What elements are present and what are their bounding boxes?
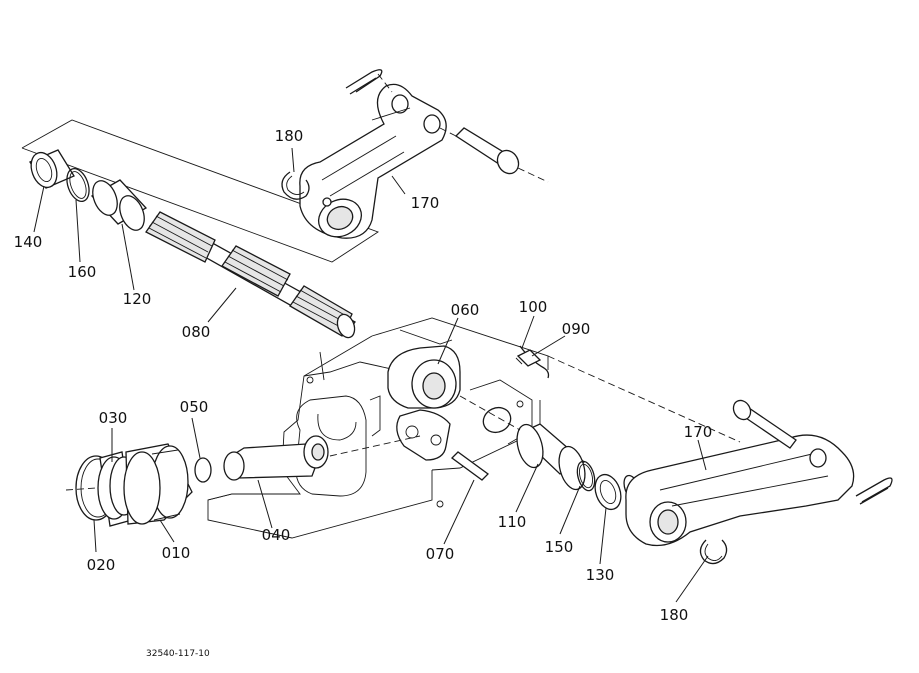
part-050-o-ring xyxy=(194,457,212,483)
lower-linch-pin xyxy=(855,477,893,505)
lower-clevis-pin xyxy=(732,399,797,449)
part-080-splined-shaft xyxy=(145,211,356,339)
part-040-piston-rod xyxy=(223,435,329,481)
upper-assembly-frame xyxy=(21,119,379,263)
part-170-upper-lift-arm xyxy=(299,83,447,239)
part-180-lower-snap-ring xyxy=(699,539,728,565)
label-070: 070 xyxy=(426,545,455,563)
label-030: 030 xyxy=(99,409,128,427)
label-090: 090 xyxy=(562,320,591,338)
part-100-wire-and-090-bolt xyxy=(515,345,550,379)
label-060: 060 xyxy=(451,301,480,319)
label-100: 100 xyxy=(519,298,548,316)
label-180-lower: 180 xyxy=(660,606,689,624)
label-170-lower: 170 xyxy=(684,423,713,441)
part-160-o-ring xyxy=(66,168,90,202)
label-020: 020 xyxy=(87,556,116,574)
part-010-cylinder xyxy=(123,443,193,525)
label-010: 010 xyxy=(162,544,191,562)
leader-lines xyxy=(33,147,709,603)
part-110-bushing xyxy=(516,423,586,491)
label-040: 040 xyxy=(262,526,291,544)
label-160: 160 xyxy=(68,263,97,281)
part-labels: 180 170 140 160 120 080 060 100 090 030 … xyxy=(14,127,713,624)
label-130: 130 xyxy=(586,566,615,584)
upper-linch-pin xyxy=(345,69,393,95)
label-150: 150 xyxy=(545,538,574,556)
part-120-bushing xyxy=(90,179,148,231)
label-080: 080 xyxy=(182,323,211,341)
part-140-bushing xyxy=(29,149,75,189)
label-110: 110 xyxy=(498,513,527,531)
part-170-lower-lift-arm xyxy=(625,434,855,547)
label-170-upper: 170 xyxy=(411,194,440,212)
figure-code: 32540-117-10 xyxy=(146,649,210,659)
label-050: 050 xyxy=(180,398,209,416)
part-180-upper-snap-ring xyxy=(281,171,310,200)
hydraulic-lift-housing xyxy=(207,317,549,539)
upper-clevis-pin xyxy=(439,127,549,183)
part-070-pin xyxy=(451,451,489,481)
label-120: 120 xyxy=(123,290,152,308)
label-180-upper: 180 xyxy=(275,127,304,145)
label-140: 140 xyxy=(14,233,43,251)
part-150-o-ring xyxy=(576,460,596,492)
